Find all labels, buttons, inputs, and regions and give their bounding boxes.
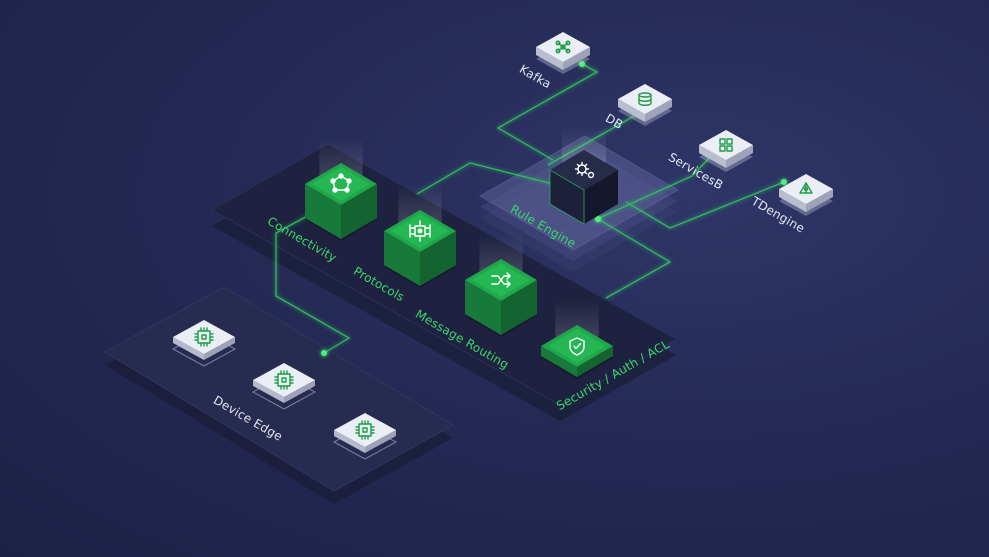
rule-engine-edge — [549, 169, 585, 225]
chip-protocol-icon — [409, 220, 431, 242]
services-grid-icon — [719, 138, 733, 152]
target-tile-db — [618, 84, 672, 122]
rule-engine-layer — [549, 126, 618, 225]
connection-lines — [275, 63, 785, 354]
gears-icon — [574, 161, 595, 179]
device-tile — [173, 320, 235, 360]
tdengine-icon — [799, 182, 813, 194]
target-tile-services — [699, 130, 753, 168]
devices-layer — [171, 320, 398, 460]
shield-check-icon — [569, 337, 585, 356]
device-chip-icon — [355, 420, 375, 440]
database-icon — [638, 92, 652, 106]
device-chip-icon — [194, 327, 214, 347]
targets-layer — [536, 32, 833, 216]
device-chip-icon — [274, 370, 294, 390]
module-top-panel — [312, 167, 370, 201]
device-tile — [253, 363, 315, 403]
network-hub-icon — [330, 173, 352, 193]
module-top-panel — [548, 329, 606, 363]
shuffle-icon — [491, 272, 511, 288]
kafka-icon — [555, 40, 571, 54]
device-tile — [334, 413, 396, 453]
modules-layer — [305, 138, 613, 379]
